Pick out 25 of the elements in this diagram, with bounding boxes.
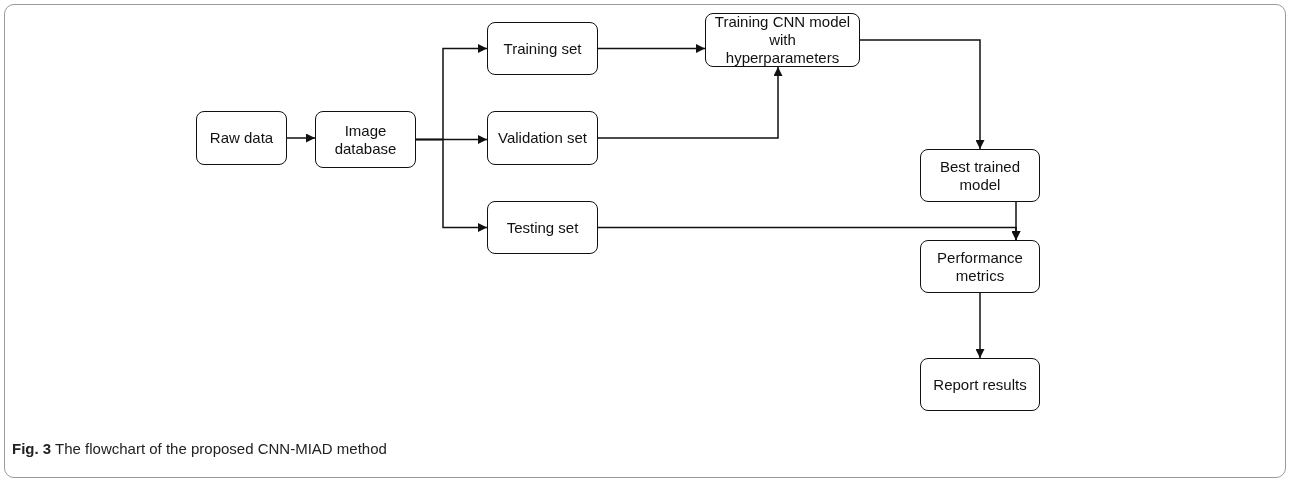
process-box	[315, 111, 416, 168]
box-label: Image database	[333, 121, 398, 158]
process-box	[196, 111, 287, 165]
box-label: Training CNN model with hyperparameters	[713, 13, 852, 67]
box-label: Performance metrics	[936, 248, 1024, 285]
box-label: Training set	[503, 39, 582, 58]
arrow	[286, 133, 316, 143]
process-box	[920, 358, 1040, 411]
arrow	[859, 39, 985, 150]
box-label: Best trained model	[938, 157, 1021, 194]
process-box	[487, 22, 598, 75]
figure-caption: Fig. 3 The flowchart of the proposed CNN-MIAD method	[12, 440, 387, 457]
process-box	[487, 201, 598, 254]
arrow	[597, 66, 783, 139]
process-box	[487, 111, 598, 165]
box-label: Report results	[933, 375, 1027, 394]
arrow	[975, 292, 985, 359]
arrow	[597, 226, 1021, 241]
box-label: Testing set	[506, 218, 579, 237]
process-box	[920, 149, 1040, 202]
box-label: Raw data	[209, 129, 274, 147]
process-box	[920, 240, 1040, 293]
arrow	[415, 138, 488, 232]
arrow	[597, 44, 706, 53]
box-label: Validation set	[498, 129, 587, 147]
